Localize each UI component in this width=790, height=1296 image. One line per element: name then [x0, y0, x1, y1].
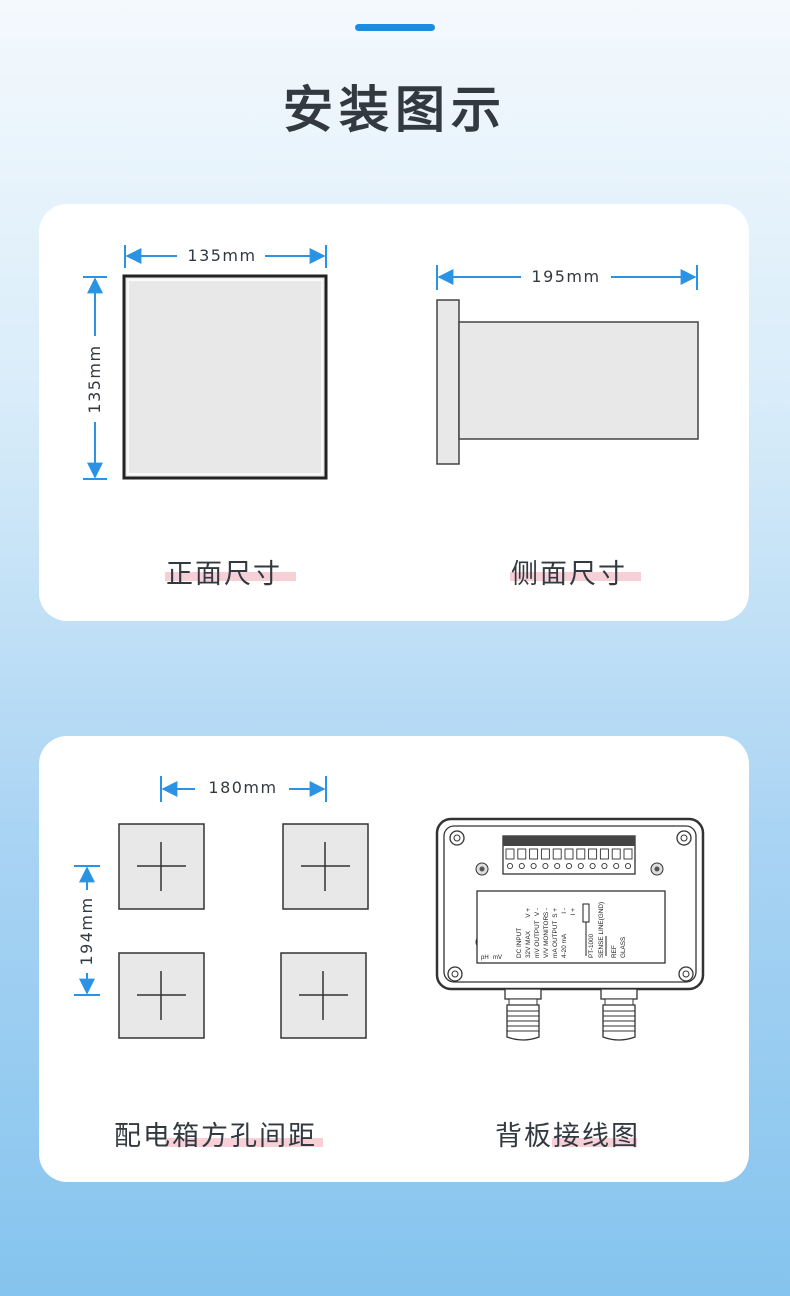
terminal-label: 32V MAX [525, 930, 532, 958]
terminal-screw [506, 862, 514, 870]
polarity-mark: I - [561, 908, 568, 914]
cutout-square [282, 823, 369, 910]
cutout-spacing-diagram: 180mm 194mm [74, 776, 369, 1039]
polarity-mark: S - [543, 908, 550, 916]
terminal-label: PT-1000 [588, 933, 595, 958]
circuit-board [476, 890, 666, 964]
caption-highlight [510, 572, 641, 581]
front-view-caption: 正面尺寸 [166, 559, 282, 590]
terminal-screw [613, 862, 620, 870]
screw-icon [676, 830, 692, 846]
side-depth-dimension: 195mm [436, 265, 698, 290]
caption-highlight [552, 1138, 637, 1147]
terminal-screw [588, 848, 598, 860]
wiring-caption: 背板接线图 [495, 1121, 640, 1152]
terminal-screw [599, 848, 609, 860]
terminal-screw [611, 848, 621, 860]
terminal-screw [576, 848, 586, 860]
terminal-screw [565, 862, 573, 870]
polarity-mark: I + [570, 908, 577, 916]
cutout-height-dimension: 194mm [74, 865, 100, 996]
terminal-screw [505, 848, 515, 860]
front-width-label: 135mm [187, 246, 256, 265]
terminal-screw [589, 862, 596, 870]
terminal-screw [624, 862, 632, 870]
side-depth-label: 195mm [531, 267, 600, 286]
terminal-label: REF [611, 945, 618, 958]
cutout-height-label: 194mm [77, 896, 96, 965]
terminal-screw [517, 848, 527, 860]
cutout-square [118, 823, 205, 910]
cutout-caption: 配电箱方孔间距 [114, 1121, 317, 1152]
polarity-mark: S + [552, 908, 559, 918]
front-view-diagram: 135mm 135mm 195mm [83, 245, 699, 480]
switch-label: mV [493, 955, 502, 961]
mounting-card: 180mm 194mm [39, 736, 749, 1182]
front-height-dimension: 135mm [83, 276, 107, 480]
terminal-screw [518, 862, 525, 870]
top-accent-bar [355, 24, 435, 31]
terminal-screw [601, 862, 608, 870]
terminal-screw [564, 848, 574, 860]
switch-label: pH [481, 955, 489, 961]
front-panel-outline [122, 274, 328, 480]
cutout-square [118, 952, 205, 1039]
caption-highlight [165, 572, 296, 581]
cutout-width-dimension: 180mm [160, 776, 327, 802]
terminal-screw [530, 862, 537, 870]
screw-icon [449, 830, 465, 846]
terminal-screw [529, 848, 539, 860]
terminal-label: V/V MONITOR [543, 915, 550, 958]
terminal-label: DC INPUT [516, 928, 523, 958]
cutout-width-label: 180mm [208, 778, 277, 797]
nut-icon [475, 862, 489, 876]
polarity-mark: V - [534, 908, 541, 916]
caption-highlight [165, 1138, 323, 1147]
nut-icon [650, 862, 664, 876]
front-width-dimension: 135mm [124, 245, 327, 268]
terminal-label: 4-20 mA [561, 933, 568, 958]
side-view-diagram [436, 299, 699, 465]
terminal-screw [623, 848, 633, 860]
terminal-screw [577, 862, 584, 870]
terminal-screw [554, 862, 561, 870]
cutout-square [280, 952, 367, 1039]
terminal-label: mV OUTPUT [534, 920, 541, 958]
terminal-screw [552, 848, 562, 860]
terminal-label: SENSE LINE(GND) [598, 902, 605, 958]
front-height-label: 135mm [85, 344, 104, 413]
side-view-caption: 侧面尺寸 [511, 559, 627, 590]
cable-gland [504, 988, 542, 1041]
terminal-screw [542, 862, 549, 870]
screw-icon [447, 966, 463, 982]
polarity-mark: V + [525, 908, 532, 918]
cable-gland [600, 988, 638, 1041]
screw-icon [678, 966, 694, 982]
page-title: 安装图示 [283, 81, 507, 139]
terminal-label: GLASS [620, 937, 627, 958]
dimensions-card: 135mm 135mm 195mm 正面尺寸 侧面尺寸 [39, 204, 749, 621]
terminal-screw [540, 848, 550, 860]
terminal-label: mA OUTPUT [552, 921, 559, 958]
terminal-block [502, 835, 636, 875]
